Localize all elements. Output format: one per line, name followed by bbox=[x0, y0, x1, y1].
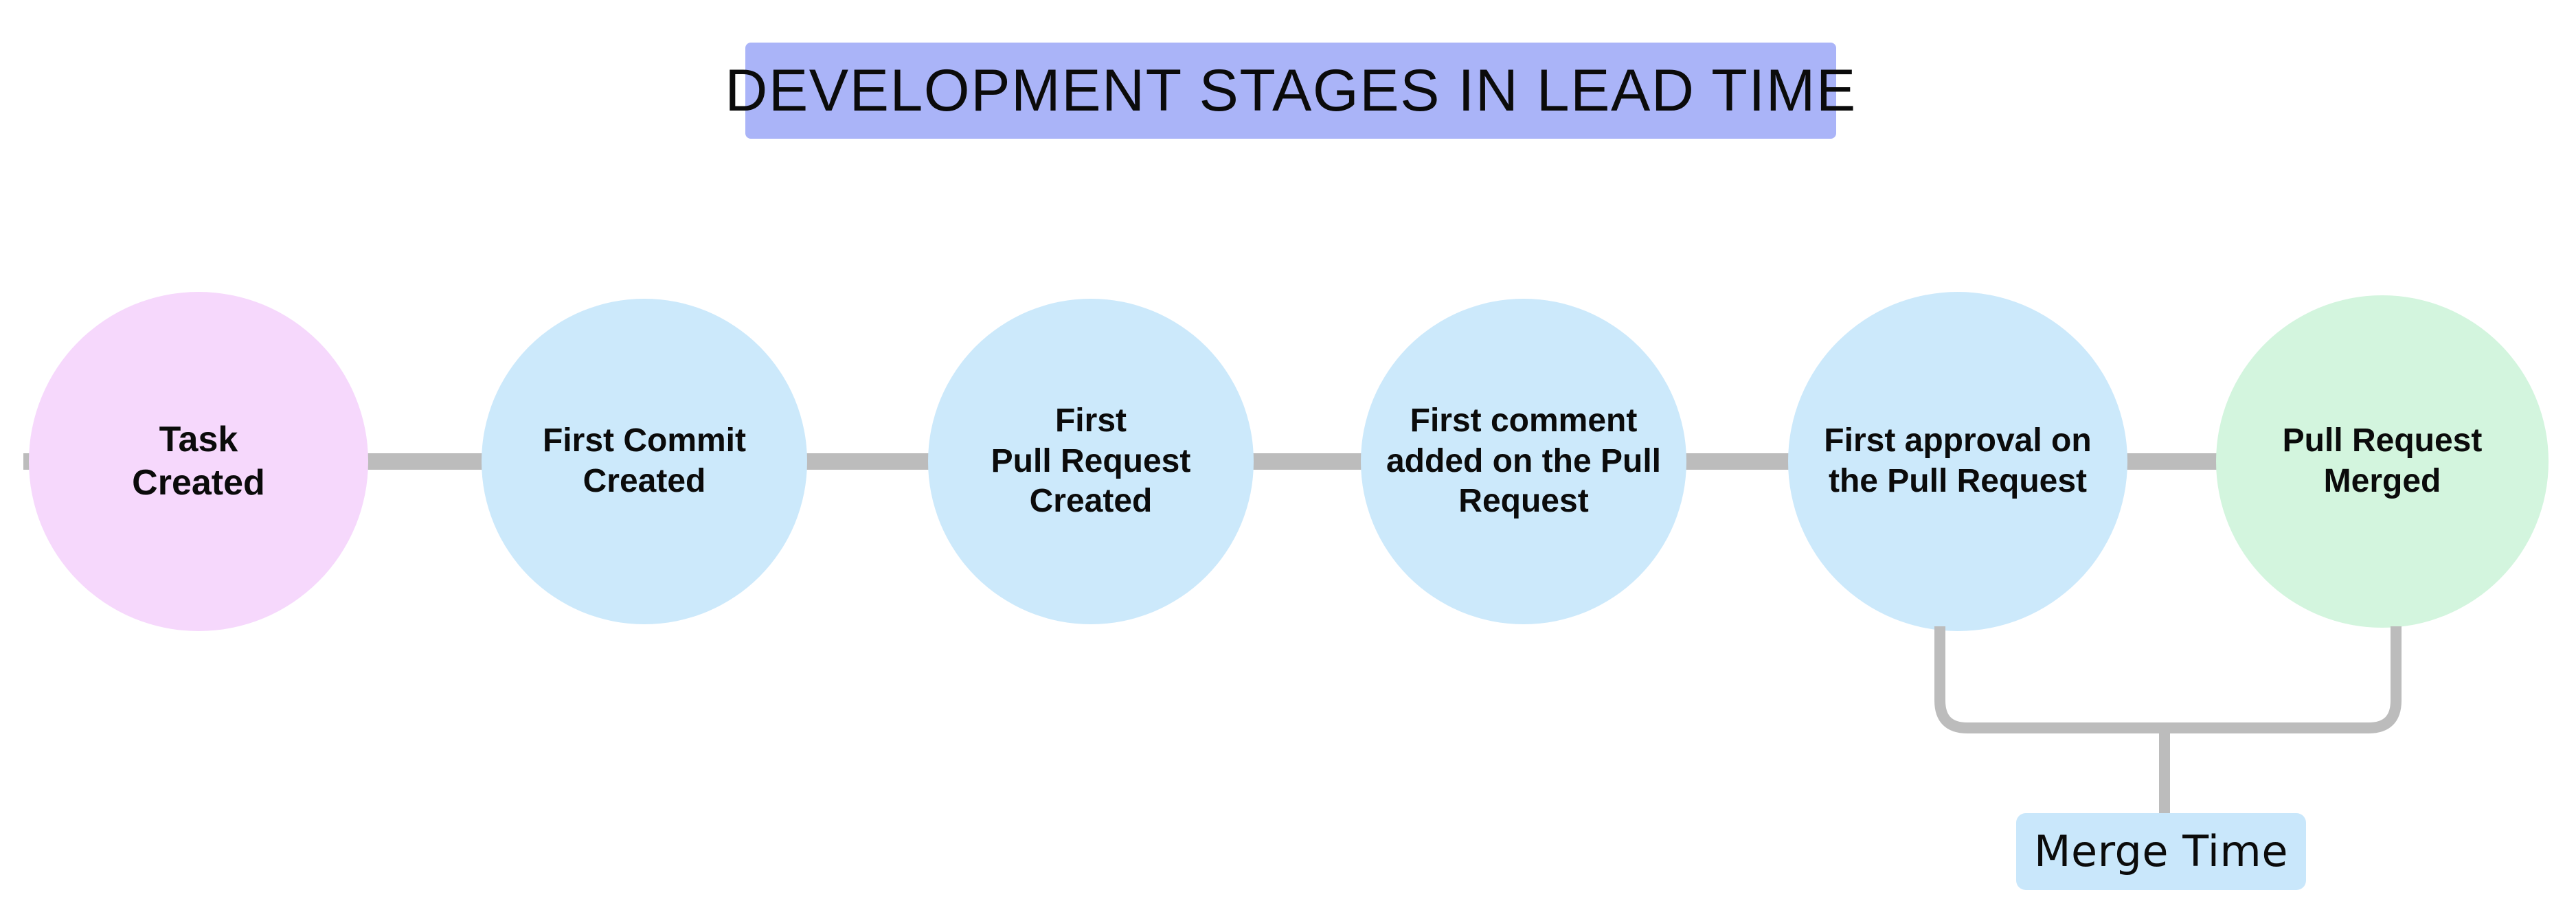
node-label-task-created: Task Created bbox=[132, 419, 265, 503]
node-label-first-pull-request-created: First Pull Request Created bbox=[991, 402, 1191, 520]
node-label-first-commit-created: First Commit Created bbox=[542, 422, 746, 499]
merge-time-chip[interactable]: Merge Time bbox=[2016, 813, 2306, 890]
merge-time-bracket bbox=[1934, 626, 2402, 733]
node-first-approval[interactable]: First approval on the Pull Request bbox=[1788, 292, 2127, 631]
connector-task-to-first-commit bbox=[360, 453, 490, 470]
node-task-created[interactable]: Task Created bbox=[29, 292, 368, 631]
node-label-first-approval: First approval on the Pull Request bbox=[1824, 422, 2092, 499]
node-label-first-comment-added: First comment added on the Pull Request bbox=[1386, 402, 1661, 520]
page-title: DEVELOPMENT STAGES IN LEAD TIME bbox=[725, 58, 1857, 124]
node-first-pull-request-created[interactable]: First Pull Request Created bbox=[928, 299, 1254, 624]
merge-time-stem bbox=[2159, 733, 2170, 817]
node-pull-request-merged[interactable]: Pull Request Merged bbox=[2216, 295, 2549, 628]
connector-first-pr-to-first-comment bbox=[1246, 453, 1370, 470]
node-first-commit-created[interactable]: First Commit Created bbox=[482, 299, 807, 624]
diagram-title-band: DEVELOPMENT STAGES IN LEAD TIME bbox=[725, 43, 1855, 139]
connector-first-approval-to-merged bbox=[2119, 453, 2225, 470]
node-label-pull-request-merged: Pull Request Merged bbox=[2282, 422, 2483, 499]
connector-first-comment-to-first-approval bbox=[1679, 453, 1796, 470]
connector-first-commit-to-first-pr bbox=[800, 453, 937, 470]
node-first-comment-added[interactable]: First comment added on the Pull Request bbox=[1361, 299, 1686, 624]
merge-time-label: Merge Time bbox=[2034, 826, 2288, 876]
